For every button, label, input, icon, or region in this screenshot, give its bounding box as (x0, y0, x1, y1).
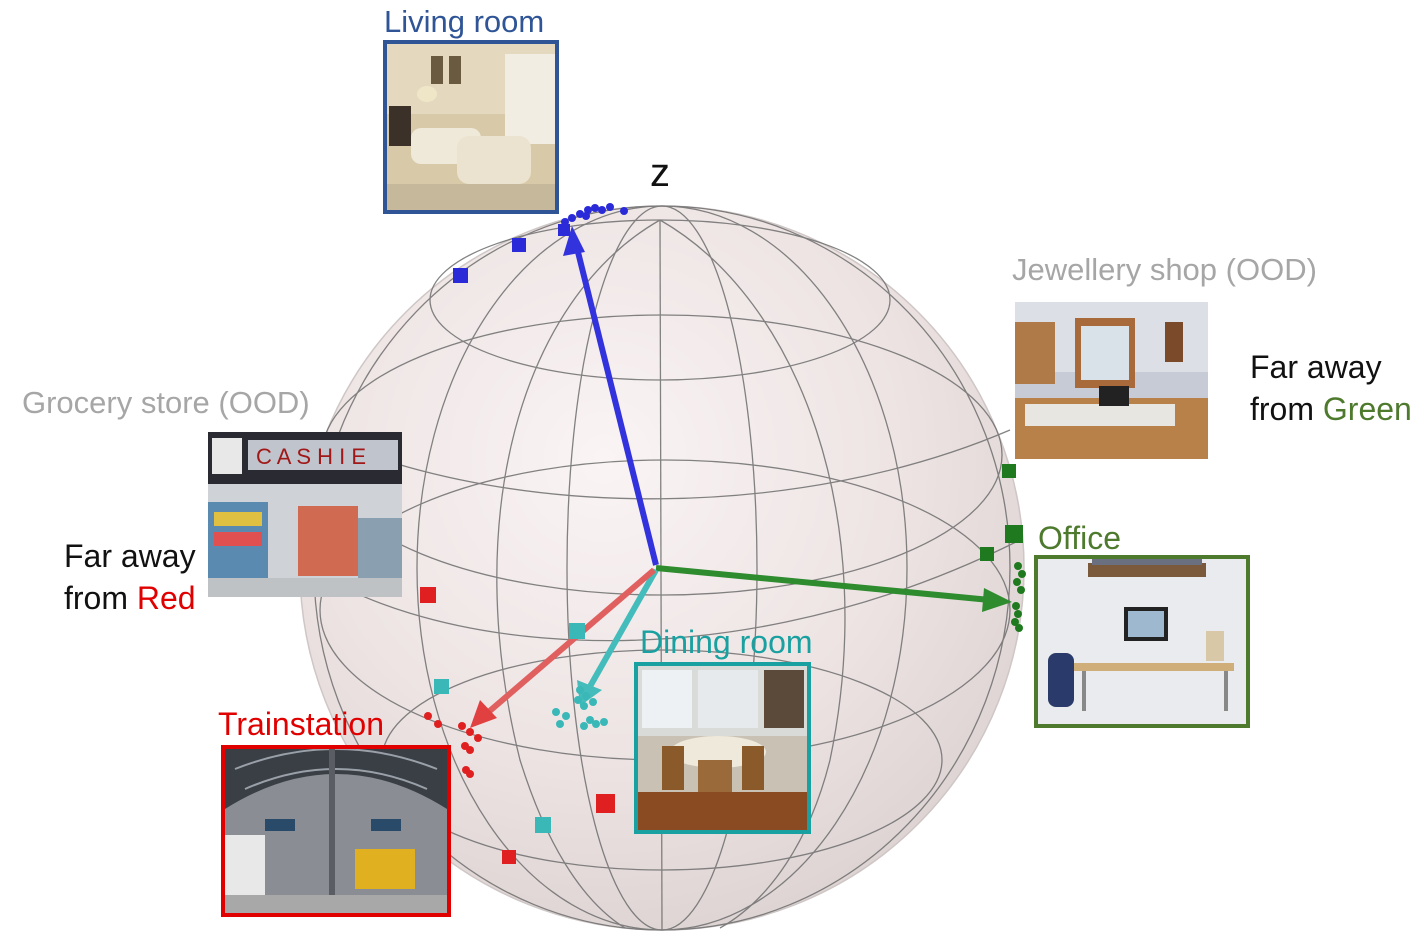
living-room-samples (453, 203, 628, 283)
jewellery-note-line1: Far away (1250, 349, 1382, 385)
jewellery-shop-label: Jewellery shop (OOD) (1012, 252, 1317, 287)
trainstation-arrowhead (470, 700, 497, 728)
grocery-store-label: Grocery store (OOD) (22, 385, 310, 420)
z-axis-label: z (650, 151, 670, 195)
trainstation-prototype-arrow (483, 567, 656, 718)
dining-room-label: Dining room (640, 624, 813, 660)
living-room-label: Living room (384, 4, 545, 39)
jewellery-note-color-word: Green (1322, 391, 1412, 427)
office-label: Office (1038, 520, 1121, 556)
trainstation-samples (420, 587, 615, 864)
office-arrowhead (982, 588, 1012, 612)
office-photo (1034, 555, 1250, 728)
dining-room-prototype-arrow (585, 568, 659, 692)
grocery-store-photo: C A S H I E (208, 432, 402, 597)
dining-room-samples (434, 623, 608, 833)
jewellery-shop-photo (1015, 302, 1208, 459)
dining-room-photo (634, 662, 811, 834)
living-room-arrowhead (563, 226, 585, 256)
prototype-arrows (470, 226, 1012, 728)
jewellery-note-line2: from Green (1250, 388, 1412, 430)
office-prototype-arrow (655, 565, 991, 603)
trainstation-photo (221, 745, 451, 917)
grocery-note: Far away from Red (64, 535, 196, 619)
grocery-note-line1: Far away (64, 538, 196, 574)
jewellery-note: Far away from Green (1250, 346, 1412, 430)
trainstation-label: Trainstation (218, 706, 384, 742)
living-room-photo (383, 40, 559, 214)
grocery-note-line2: from Red (64, 577, 196, 619)
grocery-note-prefix: from (64, 580, 137, 616)
grocery-note-color-word: Red (136, 580, 196, 616)
office-samples (980, 464, 1026, 632)
jewellery-note-prefix: from (1250, 391, 1323, 427)
dining-room-arrowhead (577, 680, 602, 706)
living-room-prototype-arrow (572, 239, 659, 566)
svg-text:C A S H I E: C A S H I E (256, 444, 366, 469)
